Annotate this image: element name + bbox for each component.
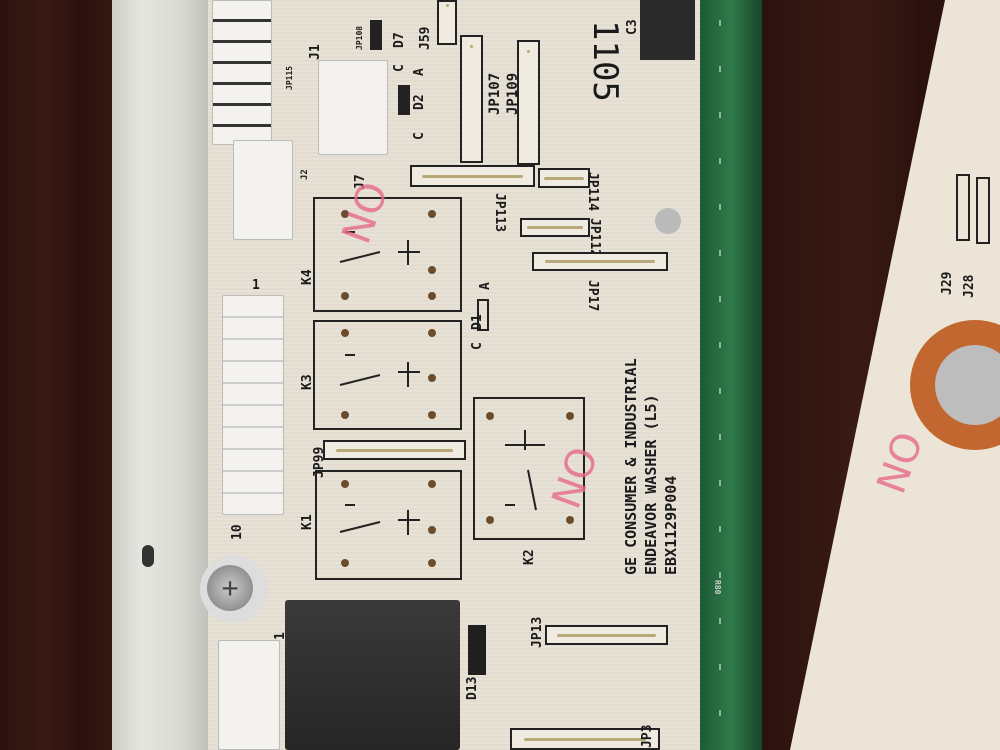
jp113-jumper	[410, 165, 535, 187]
main-connector	[222, 295, 284, 515]
j2-connector	[233, 140, 293, 240]
right-board-surface	[790, 0, 1000, 750]
pin10-label: 10	[230, 524, 245, 540]
jp109-jumper	[517, 40, 540, 165]
pin1-label: 1	[252, 278, 260, 293]
jp13-jumper	[545, 625, 668, 645]
metal-clip	[935, 345, 1000, 425]
j7-connector	[318, 60, 388, 155]
d1-anode-label: A	[478, 282, 493, 290]
jp114-jumper	[538, 168, 590, 188]
r80-label: R80	[713, 580, 722, 595]
screw-icon: +	[207, 565, 253, 611]
wood-surface-left	[0, 0, 115, 750]
j28-jumper	[976, 177, 990, 244]
frame-hole	[142, 545, 154, 567]
d13-label: D13	[465, 676, 480, 700]
c3-capacitor	[640, 0, 695, 60]
d7-diode	[370, 20, 382, 50]
power-relay	[285, 600, 460, 750]
d13-diode	[468, 625, 486, 675]
jp3-jumper	[510, 728, 660, 750]
jp17-jumper	[532, 252, 668, 271]
d1-cathode-label: C	[470, 342, 485, 350]
plastic-frame	[112, 0, 212, 750]
d1-outline	[477, 299, 489, 331]
model-line: ENDEAVOR WASHER (L5)	[642, 394, 660, 575]
j29-jumper	[956, 174, 970, 241]
green-board-edge	[700, 0, 762, 750]
relay-k3	[313, 320, 462, 430]
jp112-jumper	[520, 218, 590, 237]
bottom-connector	[218, 640, 280, 750]
d2-diode	[398, 85, 410, 115]
relay-k1	[315, 470, 462, 580]
relay-k2	[473, 397, 585, 540]
screw-small	[655, 208, 681, 234]
top-connector	[212, 0, 272, 145]
d1-label: D1	[470, 314, 485, 330]
part-number: EBX1129P004	[662, 475, 680, 575]
j59-jumper	[437, 0, 457, 45]
maker-line: GE CONSUMER & INDUSTRIAL	[622, 358, 640, 575]
relay-k4	[313, 197, 462, 312]
jp99-jumper	[323, 440, 466, 460]
jp107-jumper	[460, 35, 483, 163]
